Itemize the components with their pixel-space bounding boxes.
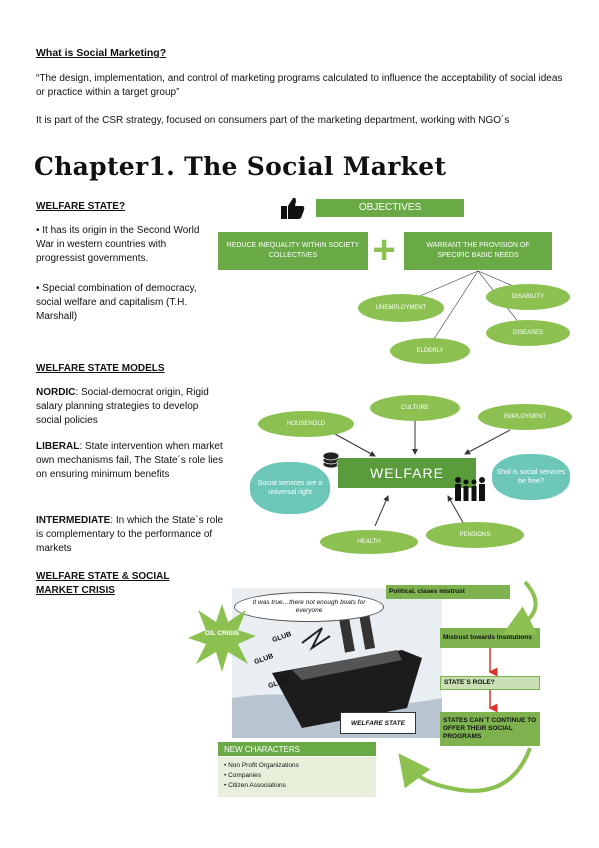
step-political-mistrust: Political, clases mistrust <box>386 585 510 599</box>
intro-heading: What is Social Marketing? <box>36 47 167 59</box>
model-nordic-text: : Social-democrat origin, Rigid salary p… <box>36 387 209 426</box>
intro-csr: It is part of the CSR strategy, focused … <box>36 115 510 126</box>
model-intermediate-text: : In which the State´s role is complemen… <box>36 515 224 554</box>
oil-crisis-burst <box>188 604 256 672</box>
model-intermediate: INTERMEDIATE: In which the State´s role … <box>36 514 226 556</box>
crisis-heading: WELFARE STATE & SOCIAL MARKET CRISIS <box>36 571 170 596</box>
welfare-bullet-1: • It has its origin in the Second World … <box>36 225 200 264</box>
oil-crisis-label: OIL CRISIS <box>204 630 240 637</box>
welfare-culture: CULTURE <box>370 395 460 421</box>
step-states-cant-continue: STATES CAN´T CONTINUE TO OFFER THEIR SOC… <box>440 712 540 746</box>
welfare-arrows <box>334 420 511 527</box>
thumbs-up-icon <box>280 196 306 220</box>
objectives-header: OBJECTIVES <box>316 199 464 217</box>
welfare-center: WELFARE <box>338 458 476 488</box>
welfare-pensions: PENSIONS <box>426 522 524 548</box>
ship-label: WELFARE STATE <box>340 712 416 734</box>
need-disability: DISABILITY <box>486 284 570 310</box>
models-heading: WELFARE STATE MODELS <box>36 363 165 374</box>
model-liberal-label: LIBERAL <box>36 441 80 452</box>
chapter-title: Chapter1. The Social Market <box>34 152 447 181</box>
model-nordic-label: NORDIC <box>36 387 76 398</box>
model-liberal: LIBERAL: State intervention when market … <box>36 440 226 482</box>
objective-reduce-inequality: REDUCE INEQUALITY WITHIN SOCIETY COLLECT… <box>218 232 368 270</box>
new-character-item: • Non Profit Organizations <box>224 762 299 769</box>
model-liberal-text: : State intervention when market own mec… <box>36 441 224 480</box>
welfare-household: HOUSEHOLD <box>258 411 354 437</box>
new-characters-list: • Non Profit Organizations • Companies •… <box>218 757 376 797</box>
welfare-employment: EMPLOYMENT <box>478 404 572 430</box>
plus-icon: + <box>372 228 396 272</box>
bubble-universal-right: Social services are a universal right <box>250 462 330 514</box>
sinking-ship-illustration <box>232 612 442 738</box>
need-elderly: ELDERLY <box>390 338 470 364</box>
model-nordic: NORDIC: Social-democrat origin, Rigid sa… <box>36 386 226 428</box>
objective-basic-needs: WARRANT THE PROVISION OF SPECIFIC BASIC … <box>404 232 552 270</box>
welfare-state-heading: WELFARE STATE? <box>36 201 126 212</box>
crisis-arrows <box>488 580 538 713</box>
speech-bubble: It was true…there not enough boats for e… <box>234 592 384 622</box>
step-state-role: STATE´S ROLE? <box>440 676 540 690</box>
family-icon <box>452 476 486 502</box>
model-intermediate-label: INTERMEDIATE <box>36 515 111 526</box>
need-unemployment: UNEMPLOYMENT <box>358 294 444 322</box>
welfare-health: HEALTH <box>320 530 418 554</box>
loop-back-arrow <box>398 747 532 793</box>
need-diseases: DISEASES <box>486 320 570 346</box>
new-character-item: • Citizen Associations <box>224 782 286 789</box>
new-characters-header: NEW CHARACTERS <box>218 742 376 756</box>
bubble-free-services: Shol is social services be free? <box>492 454 570 500</box>
intro-quote: “The design, implementation, and control… <box>36 73 563 98</box>
new-character-item: • Companies <box>224 772 261 779</box>
welfare-bullet-2: • Special combination of democracy, soci… <box>36 283 197 322</box>
titanic-cartoon <box>232 588 442 738</box>
